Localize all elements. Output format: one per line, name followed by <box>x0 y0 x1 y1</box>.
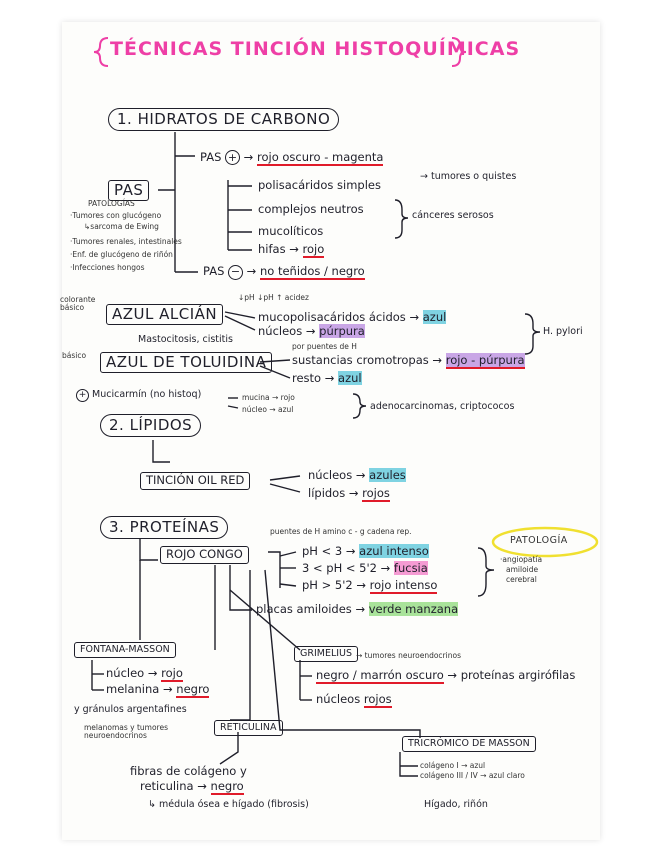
toluidina-box: AZUL DE TOLUIDINA <box>100 352 273 373</box>
toluidina-item: sustancias cromotropas → rojo - púrpura <box>292 353 525 369</box>
patologia-item: ·Tumores con glucógeno <box>70 211 162 220</box>
pas-item: complejos neutros <box>258 202 364 216</box>
section-heading-lipids: 2. LÍPIDOS <box>100 414 202 437</box>
grimelius-item: negro / marrón oscuro → proteínas argiró… <box>316 668 576 684</box>
alcian-brace-note: H. pylori <box>543 326 583 337</box>
toluidina-small-note: por puentes de H <box>292 342 357 351</box>
patologia-item: ↳sarcoma de Ewing <box>84 222 159 231</box>
toluidina-side-note: básico <box>62 351 87 360</box>
patologia-item: ·Infecciones hongos <box>70 263 145 272</box>
section-heading-carbohydrates: 1. HIDRATOS DE CARBONO <box>108 108 340 131</box>
mucicarmin-item: mucina → rojo <box>242 393 295 402</box>
oil-red-box: TINCIÓN OIL RED <box>140 472 251 490</box>
ph-item: pH < 3 → azul intenso <box>302 544 429 558</box>
patologia-item: ·Tumores renales, intestinales <box>70 237 182 246</box>
reticulina-text: reticulina → negro <box>140 779 244 795</box>
alcian-ph-note: ↓pH ↓pH ↑ acidez <box>238 293 309 302</box>
granulos-note: y gránulos argentafines <box>74 704 187 715</box>
mucicarmin-item: núcleo → azul <box>242 405 294 414</box>
reticulina-box: RETICULINA <box>214 720 283 736</box>
tricromico-box: TRICRÓMICO DE MASSON <box>402 736 536 752</box>
patologia-line: amiloide <box>506 565 539 574</box>
melanomas-note: melanomas y tumores neuroendocrinos <box>84 723 168 740</box>
alcian-box: AZUL ALCIÁN <box>106 304 224 325</box>
toluidina-note: Mastocitosis, cistitis <box>138 334 233 345</box>
alcian-side-note: colorante básico <box>60 295 96 312</box>
plus-circle-icon: + <box>76 389 89 402</box>
page-title: TÉCNICAS TINCIÓN HISTOQUÍMICAS <box>110 38 521 60</box>
oil-red-item: lípidos → rojos <box>308 486 390 502</box>
fontana-item: núcleo → rojo <box>106 666 183 682</box>
alcian-item: núcleos → púrpura <box>258 324 365 338</box>
alcian-item: mucopolisacáridos ácidos → azul <box>258 310 447 324</box>
minus-circle-icon: − <box>228 265 244 280</box>
pas-negative: PAS − → no teñidos / negro <box>203 264 365 280</box>
mucicarmin-brace-note: adenocarcinomas, criptococos <box>370 401 515 412</box>
amiloides-item: placas amiloides → verde manzana <box>256 602 459 616</box>
ph-item: 3 < pH < 5'2 → fucsia <box>302 561 428 575</box>
tricromico-item: colágeno III / IV → azul claro <box>420 771 525 780</box>
tricromico-note: Hígado, riñón <box>424 799 488 810</box>
rojo-congo-box: ROJO CONGO <box>160 546 249 564</box>
pas-positive-result: rojo oscuro - magenta <box>256 150 384 166</box>
patologia-label: PATOLOGÍA <box>510 535 568 546</box>
patologia-item: ·Enf. de glucógeno de riñón <box>70 250 173 259</box>
grimelius-box: GRIMELIUS <box>294 646 359 662</box>
plus-circle-icon: + <box>225 150 241 165</box>
ph-item: pH > 5'2 → rojo intenso <box>302 578 438 594</box>
oil-red-item: núcleos → azules <box>308 468 406 482</box>
grimelius-item: núcleos rojos <box>316 692 392 708</box>
rojo-congo-note: puentes de H amino c - g cadena rep. <box>270 527 412 536</box>
grimelius-note: → tumores neuroendocrinos <box>356 651 461 660</box>
section-heading-proteins: 3. PROTEÍNAS <box>100 516 229 539</box>
pas-item: mucolíticos <box>258 224 324 238</box>
reticulina-note: ↳ médula ósea e hígado (fibrosis) <box>148 799 309 810</box>
pas-side-note: → tumores o quistes <box>420 171 517 182</box>
patologia-line: ·angiopatía <box>500 555 543 564</box>
pas-item: polisacáridos simples <box>258 178 381 192</box>
toluidina-item: resto → azul <box>292 371 362 385</box>
fontana-item: melanina → negro <box>106 682 210 698</box>
pas-positive: PAS + → rojo oscuro - magenta <box>200 150 384 166</box>
pas-brace-note: cánceres serosos <box>412 210 494 221</box>
pas-box: PAS <box>108 180 150 201</box>
fontana-masson-box: FONTANA-MASSON <box>74 642 176 658</box>
reticulina-text: fibras de colágeno y <box>130 764 247 778</box>
patologias-label: PATOLOGÍAS <box>88 199 135 208</box>
mucicarmin-label: + Mucicarmín (no histoq) <box>76 389 201 402</box>
tricromico-item: colágeno I → azul <box>420 761 486 770</box>
patologia-line: cerebral <box>506 575 537 584</box>
pas-hifas: hifas → rojo <box>258 242 325 258</box>
